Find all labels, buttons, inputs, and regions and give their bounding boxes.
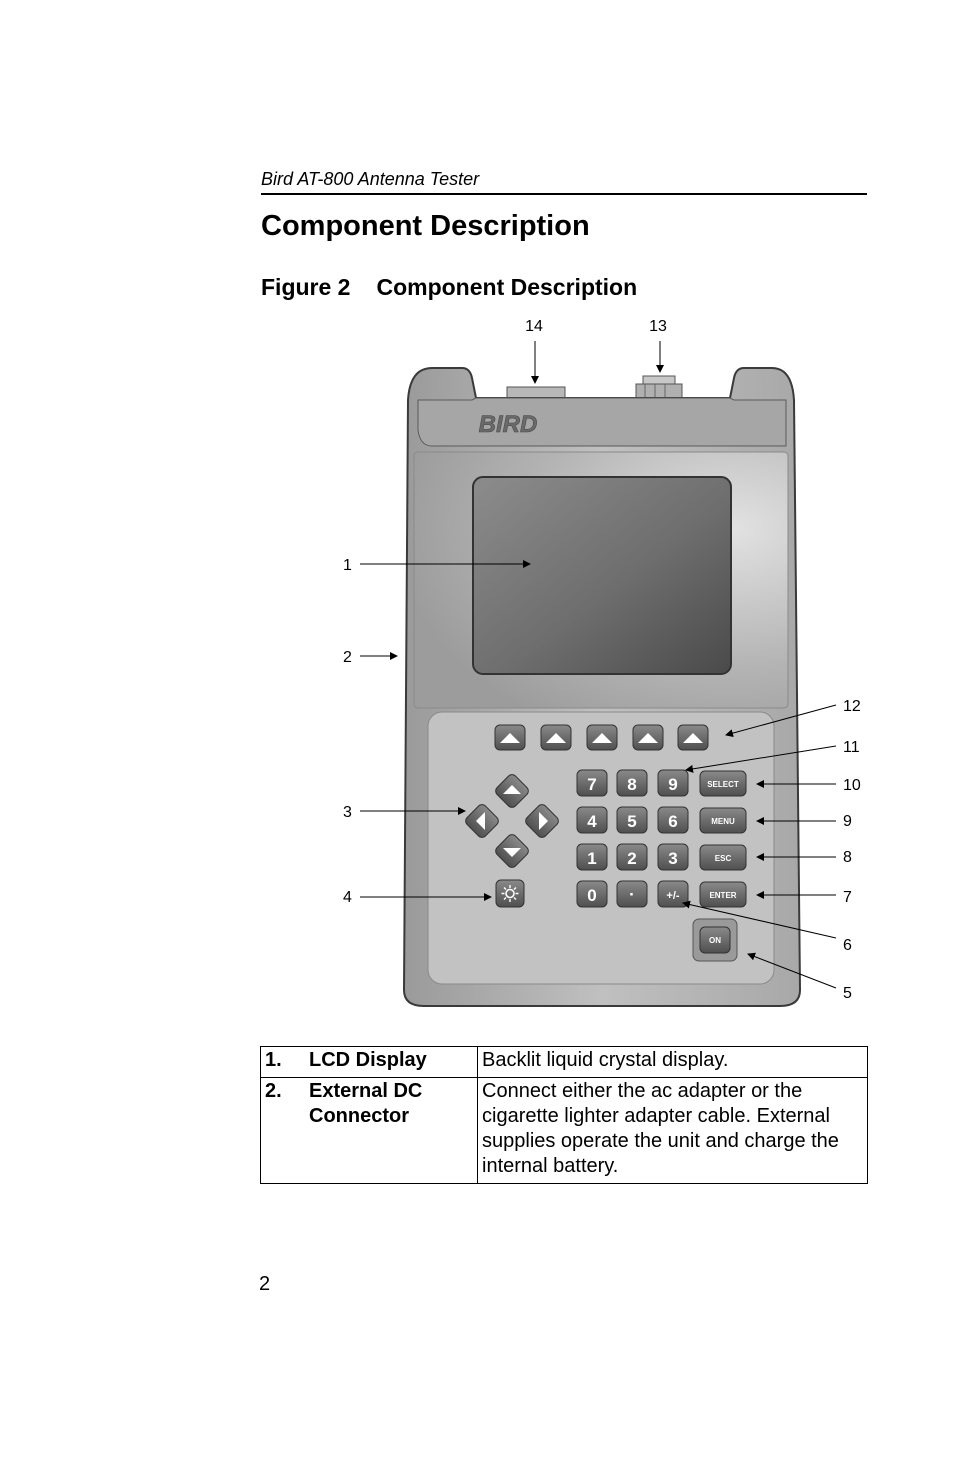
menu-key[interactable]: MENU (699, 807, 747, 834)
arrow-up-key[interactable] (494, 773, 531, 810)
item-number: 1. (265, 1049, 282, 1071)
key-7-label: 7 (587, 775, 596, 794)
key-4[interactable]: 4 (576, 806, 608, 834)
callout-leaders (360, 341, 837, 989)
page-number: 2 (259, 1273, 271, 1295)
arrow-left-key[interactable] (464, 803, 501, 840)
dc-connector-13 (635, 375, 683, 401)
callout-9: 9 (843, 813, 852, 830)
item-cell: 2. External DC Connector (260, 1077, 478, 1184)
key-6[interactable]: 6 (657, 806, 689, 834)
key-4-label: 4 (587, 812, 597, 831)
key-9[interactable]: 9 (657, 769, 689, 797)
item-description: Connect either the ac adapter or the cig… (477, 1077, 868, 1184)
callout-12: 12 (843, 698, 861, 715)
item-number: 2. (265, 1080, 282, 1102)
arrow-pad (464, 773, 561, 870)
soft-key-3[interactable] (586, 724, 618, 751)
key-3[interactable]: 3 (657, 843, 689, 871)
soft-key-1[interactable] (494, 724, 526, 751)
key-decimal[interactable]: · (616, 880, 648, 908)
brand-logo: BIRD (479, 411, 538, 438)
on-key[interactable]: ON (692, 918, 738, 962)
device-figure: BIRD 7 8 9 4 5 6 1 2 3 0 · (343, 318, 861, 1007)
key-2[interactable]: 2 (616, 843, 648, 871)
key-plus-minus[interactable]: +/- (657, 880, 689, 908)
key-8-label: 8 (627, 775, 636, 794)
callout-3: 3 (343, 804, 352, 821)
section-title: Component Description (261, 210, 590, 242)
callout-2: 2 (343, 649, 352, 666)
item-description: Backlit liquid crystal display. (477, 1046, 868, 1078)
key-6-label: 6 (668, 812, 677, 831)
arrow-right-key[interactable] (524, 803, 561, 840)
menu-key-label: MENU (711, 817, 735, 826)
callout-11: 11 (843, 739, 860, 756)
figure-title: Component Description (376, 274, 638, 300)
callout-4: 4 (343, 889, 352, 906)
key-0[interactable]: 0 (576, 880, 608, 908)
key-9-label: 9 (668, 775, 677, 794)
callout-1: 1 (343, 557, 352, 574)
table-row: 1. LCD Display Backlit liquid crystal dis… (260, 1046, 868, 1078)
callout-10: 10 (843, 777, 861, 794)
key-5[interactable]: 5 (616, 806, 648, 834)
key-5-label: 5 (627, 812, 636, 831)
callout-13: 13 (649, 318, 667, 335)
key-0-label: 0 (587, 886, 596, 905)
soft-key-4[interactable] (632, 724, 664, 751)
callout-numbers: 14 13 1 2 3 4 12 11 10 9 8 7 6 5 (343, 318, 861, 1002)
select-key[interactable]: SELECT (699, 770, 747, 797)
key-7[interactable]: 7 (576, 769, 608, 797)
callout-5: 5 (843, 985, 852, 1002)
key-3-label: 3 (668, 849, 677, 868)
arrow-down-key[interactable] (494, 833, 531, 870)
figure-label: Figure 2 (261, 274, 351, 300)
function-keys: SELECT MENU ESC ENTER ON (692, 770, 747, 962)
select-key-label: SELECT (707, 780, 739, 789)
top-band (417, 397, 787, 447)
key-plus-minus-label: +/- (666, 890, 679, 902)
item-name: LCD Display (309, 1049, 427, 1071)
sun-icon (501, 885, 519, 902)
callout-8: 8 (843, 849, 852, 866)
item-cell: 1. LCD Display (260, 1046, 478, 1078)
callout-14: 14 (525, 318, 543, 335)
soft-keys (494, 724, 709, 751)
esc-key[interactable]: ESC (699, 844, 747, 871)
key-1[interactable]: 1 (576, 843, 608, 871)
numeric-keypad: 7 8 9 4 5 6 1 2 3 0 · +/- (576, 769, 689, 908)
callout-7: 7 (843, 889, 852, 906)
component-table: 1. LCD Display Backlit liquid crystal dis… (260, 1046, 868, 1184)
callout-6: 6 (843, 937, 852, 954)
lcd-display (472, 476, 732, 675)
soft-key-2[interactable] (540, 724, 572, 751)
key-decimal-label: · (629, 885, 635, 904)
table-row: 2. External DC Connector Connect either t… (260, 1077, 868, 1184)
on-key-label: ON (709, 936, 721, 945)
soft-key-5[interactable] (677, 724, 709, 751)
backlight-key[interactable] (495, 879, 525, 908)
enter-key-label: ENTER (709, 891, 736, 900)
key-2-label: 2 (627, 849, 636, 868)
enter-key[interactable]: ENTER (699, 881, 747, 908)
running-header: Bird AT-800 Antenna Tester (261, 168, 867, 195)
esc-key-label: ESC (715, 854, 732, 863)
key-8[interactable]: 8 (616, 769, 648, 797)
key-1-label: 1 (587, 849, 596, 868)
item-name: External DC Connector (309, 1080, 423, 1127)
figure-caption: Figure 2 Component Description (261, 273, 637, 301)
